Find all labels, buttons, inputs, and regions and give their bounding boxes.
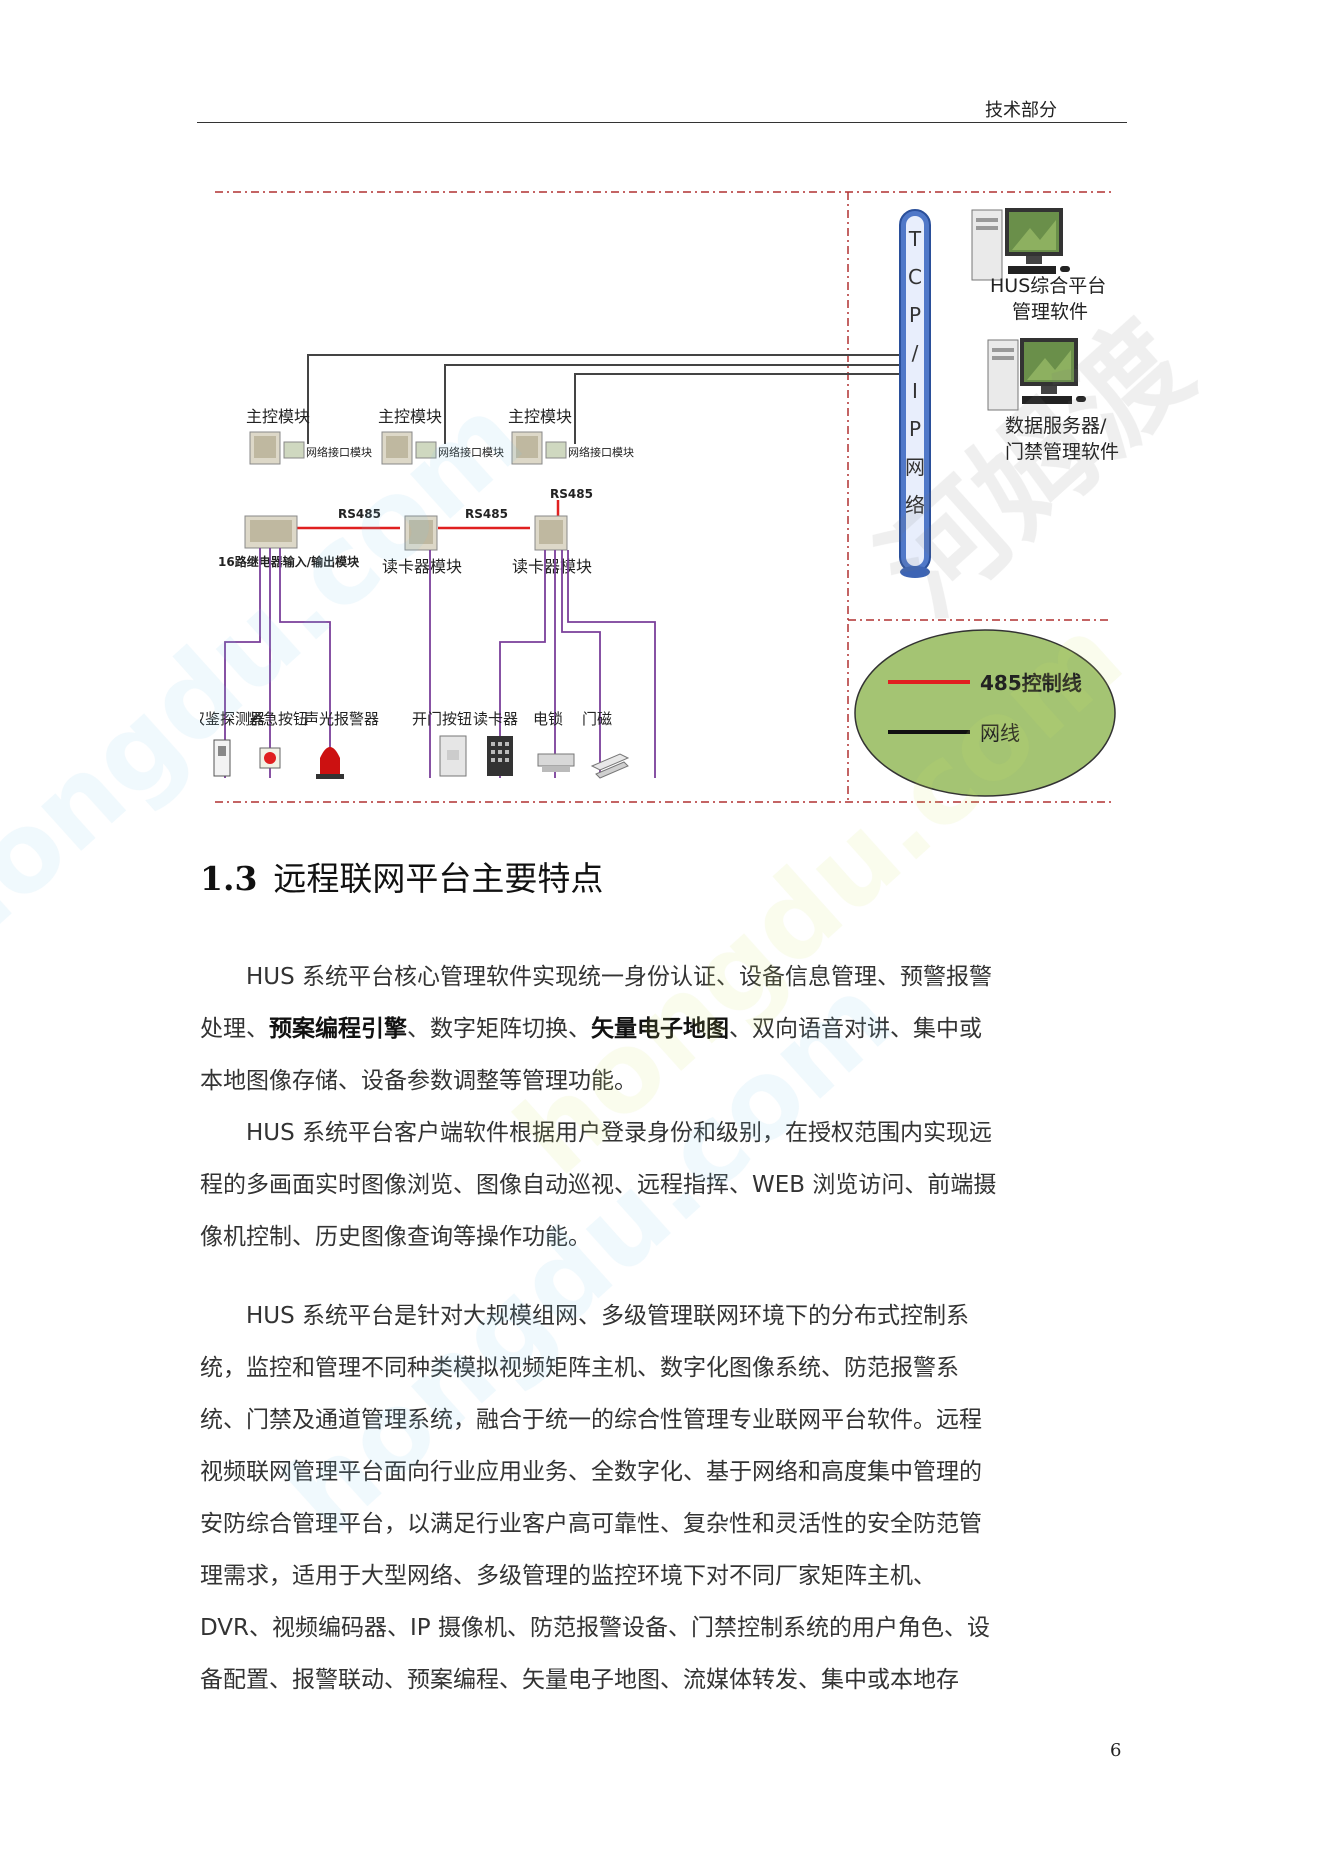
tcp-ip-label-char: P (909, 303, 921, 327)
text-line: 视频联网管理平台面向行业应用业务、全数字化、基于网络和高度集中管理的 (200, 1446, 1125, 1498)
device-label: 门磁 (582, 710, 612, 728)
control-module-icon (381, 431, 437, 465)
relay-module-icon (244, 515, 298, 549)
text-run: 、数字矩阵切换、 (407, 1016, 591, 1042)
legend-ellipse (854, 629, 1116, 797)
text-line: 程的多画面实时图像浏览、图像自动巡视、远程指挥、WEB 浏览访问、前端摄 (200, 1159, 1125, 1211)
motion-detector-icon (213, 739, 231, 777)
section-title: 远程联网平台主要特点 (273, 859, 604, 898)
text-run: 备配置、报警联动、预案编程、矢量电子地图、流媒体转发、集中或本地存 (200, 1667, 959, 1693)
paragraph-client-software: HUS 系统平台客户端软件根据用户登录身份和级别，在授权范围内实现远程的多画面实… (200, 1107, 1125, 1263)
network-interface-module-label: 网络接口模块 (306, 445, 372, 459)
legend-rs485-label: 485控制线 (980, 671, 1082, 695)
text-line: HUS 系统平台核心管理软件实现统一身份认证、设备信息管理、预警报警 (200, 951, 1125, 1003)
header-rule (197, 122, 1127, 123)
text-line: 统，监控和管理不同种类模拟视频矩阵主机、数字化图像系统、防范报警系 (200, 1342, 1125, 1394)
data-server-label: 门禁管理软件 (1005, 441, 1119, 463)
control-module-label: 主控模块 (246, 407, 310, 426)
text-line: 备配置、报警联动、预案编程、矢量电子地图、流媒体转发、集中或本地存 (200, 1654, 1125, 1706)
text-line: 处理、预案编程引擎、数字矩阵切换、矢量电子地图、双向语音对讲、集中或 (200, 1003, 1125, 1055)
text-run: 、双向语音对讲、集中或 (729, 1016, 982, 1042)
exit-button-icon (439, 735, 467, 777)
device-label: 读卡器 (473, 710, 518, 728)
page-number: 6 (1110, 1740, 1122, 1761)
text-run: HUS 系统平台核心管理软件实现统一身份认证、设备信息管理、预警报警 (246, 964, 993, 990)
network-interface-module-label: 网络接口模块 (568, 445, 634, 459)
relay-module-label: 16路继电器输入/输出模块 (218, 554, 360, 569)
text-line: 本地图像存储、设备参数调整等管理功能。 (200, 1055, 1125, 1107)
text-run: HUS 系统平台客户端软件根据用户登录身份和级别，在授权范围内实现远 (246, 1120, 993, 1146)
control-module-label: 主控模块 (378, 407, 442, 426)
card-reader-module-label: 读卡器模块 (382, 557, 462, 576)
text-run: DVR、视频编码器、IP 摄像机、防范报警设备、门禁控制系统的用户角色、设 (200, 1615, 990, 1641)
text-run: 统，监控和管理不同种类模拟视频矩阵主机、数字化图像系统、防范报警系 (200, 1355, 959, 1381)
card-reader-icon (487, 736, 513, 776)
card-reader-module-label: 读卡器模块 (512, 557, 592, 576)
rs485-label: RS485 (550, 487, 593, 501)
tcp-ip-label-char: P (909, 417, 921, 441)
data-server-label: 数据服务器/ (1005, 415, 1107, 437)
text-run: 处理、 (200, 1016, 269, 1042)
device-label: 电锁 (533, 710, 563, 728)
text-run: 理需求，适用于大型网络、多级管理的监控环境下对不同厂家矩阵主机、 (200, 1563, 936, 1589)
alarm-light-icon (316, 747, 344, 779)
tcp-ip-label-char: C (908, 265, 922, 289)
bold-term: 预案编程引擎 (269, 1016, 407, 1042)
device-wiring (224, 548, 656, 778)
text-line: 理需求，适用于大型网络、多级管理的监控环境下对不同厂家矩阵主机、 (200, 1550, 1125, 1602)
legend-network-label: 网线 (980, 721, 1020, 745)
control-module-icon (511, 431, 567, 465)
device-label: 声光报警器 (304, 710, 379, 728)
device-label: 紧急按钮 (248, 710, 308, 728)
card-reader-module-icon (534, 515, 568, 551)
rs485-label: RS485 (465, 507, 508, 521)
running-header: 技术部分 (985, 100, 1057, 121)
network-interface-module-label: 网络接口模块 (438, 445, 504, 459)
paragraph-core-software: HUS 系统平台核心管理软件实现统一身份认证、设备信息管理、预警报警处理、预案编… (200, 951, 1125, 1107)
text-line: 统、门禁及通道管理系统，融合于统一的综合性管理专业联网平台软件。远程 (200, 1394, 1125, 1446)
text-run: HUS 系统平台是针对大规模组网、多级管理联网环境下的分布式控制系 (246, 1303, 970, 1329)
electric-lock-icon (537, 753, 575, 772)
text-run: 统、门禁及通道管理系统，融合于统一的综合性管理专业联网平台软件。远程 (200, 1407, 982, 1433)
tcp-ip-label-char: / (912, 341, 919, 365)
tcp-ip-label-char: 络 (905, 493, 925, 517)
text-line: HUS 系统平台是针对大规模组网、多级管理联网环境下的分布式控制系 (200, 1290, 1125, 1342)
tcp-ip-label-char: I (912, 379, 918, 403)
section-number: 1.3 (200, 859, 258, 898)
text-run: 像机控制、历史图像查询等操作功能。 (200, 1224, 591, 1250)
text-run: 本地图像存储、设备参数调整等管理功能。 (200, 1068, 637, 1094)
door-contact-icon (590, 753, 630, 779)
text-line: HUS 系统平台客户端软件根据用户登录身份和级别，在授权范围内实现远 (200, 1107, 1125, 1159)
emergency-button-icon (259, 747, 281, 769)
platform-server-icon (971, 208, 1070, 281)
device-label: 开门按钮 (412, 710, 472, 728)
text-run: 视频联网管理平台面向行业应用业务、全数字化、基于网络和高度集中管理的 (200, 1459, 982, 1485)
text-line: 像机控制、历史图像查询等操作功能。 (200, 1211, 1125, 1263)
control-module-label: 主控模块 (508, 407, 572, 426)
text-run: 安防综合管理平台，以满足行业客户高可靠性、复杂性和灵活性的安全防范管 (200, 1511, 982, 1537)
section-heading: 1.3 远程联网平台主要特点 (200, 852, 603, 900)
tcp-ip-label-char: T (908, 227, 922, 251)
data-server-icon (987, 338, 1086, 411)
text-run: 程的多画面实时图像浏览、图像自动巡视、远程指挥、WEB 浏览访问、前端摄 (200, 1172, 997, 1198)
paragraph-platform-overview: HUS 系统平台是针对大规模组网、多级管理联网环境下的分布式控制系统，监控和管理… (200, 1290, 1125, 1706)
platform-server-label: 管理软件 (1012, 301, 1088, 323)
bold-term: 矢量电子地图 (591, 1016, 729, 1042)
text-line: DVR、视频编码器、IP 摄像机、防范报警设备、门禁控制系统的用户角色、设 (200, 1602, 1125, 1654)
text-line: 安防综合管理平台，以满足行业客户高可靠性、复杂性和灵活性的安全防范管 (200, 1498, 1125, 1550)
device-label: 双鉴探测器 (200, 710, 265, 728)
tcp-ip-network-tube (899, 209, 931, 578)
legend: 485控制线 网线 (854, 629, 1116, 797)
tcp-ip-label-char: 网 (905, 455, 925, 479)
control-module-icon (249, 431, 305, 465)
card-reader-module-icon (404, 515, 438, 551)
network-lines (307, 354, 910, 444)
rs485-label: RS485 (338, 507, 381, 521)
platform-server-label: HUS综合平台 (990, 275, 1106, 297)
